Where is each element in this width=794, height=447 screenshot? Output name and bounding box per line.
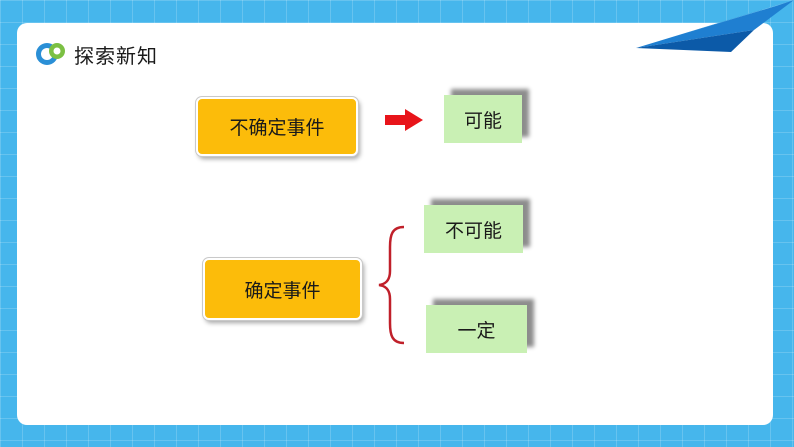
slide-card [17,23,773,425]
uncertain-event-label: 不确定事件 [229,117,325,139]
impossible-label: 不可能 [444,219,502,242]
uncertain-event-box: 不确定事件 [196,97,358,156]
right-arrow-icon [385,109,423,131]
possible-label: 可能 [463,109,502,132]
certain-event-box: 确定事件 [203,258,362,320]
paper-plane-icon [636,0,794,52]
possible-box: 可能 [444,95,522,143]
certain-label: 一定 [457,319,496,342]
certain-box: 一定 [426,305,527,353]
certain-event-label: 确定事件 [244,279,321,302]
impossible-box: 不可能 [424,205,523,253]
curly-brace-icon [378,225,405,345]
brand-logo-icon [36,40,65,65]
page-title: 探索新知 [74,44,158,68]
